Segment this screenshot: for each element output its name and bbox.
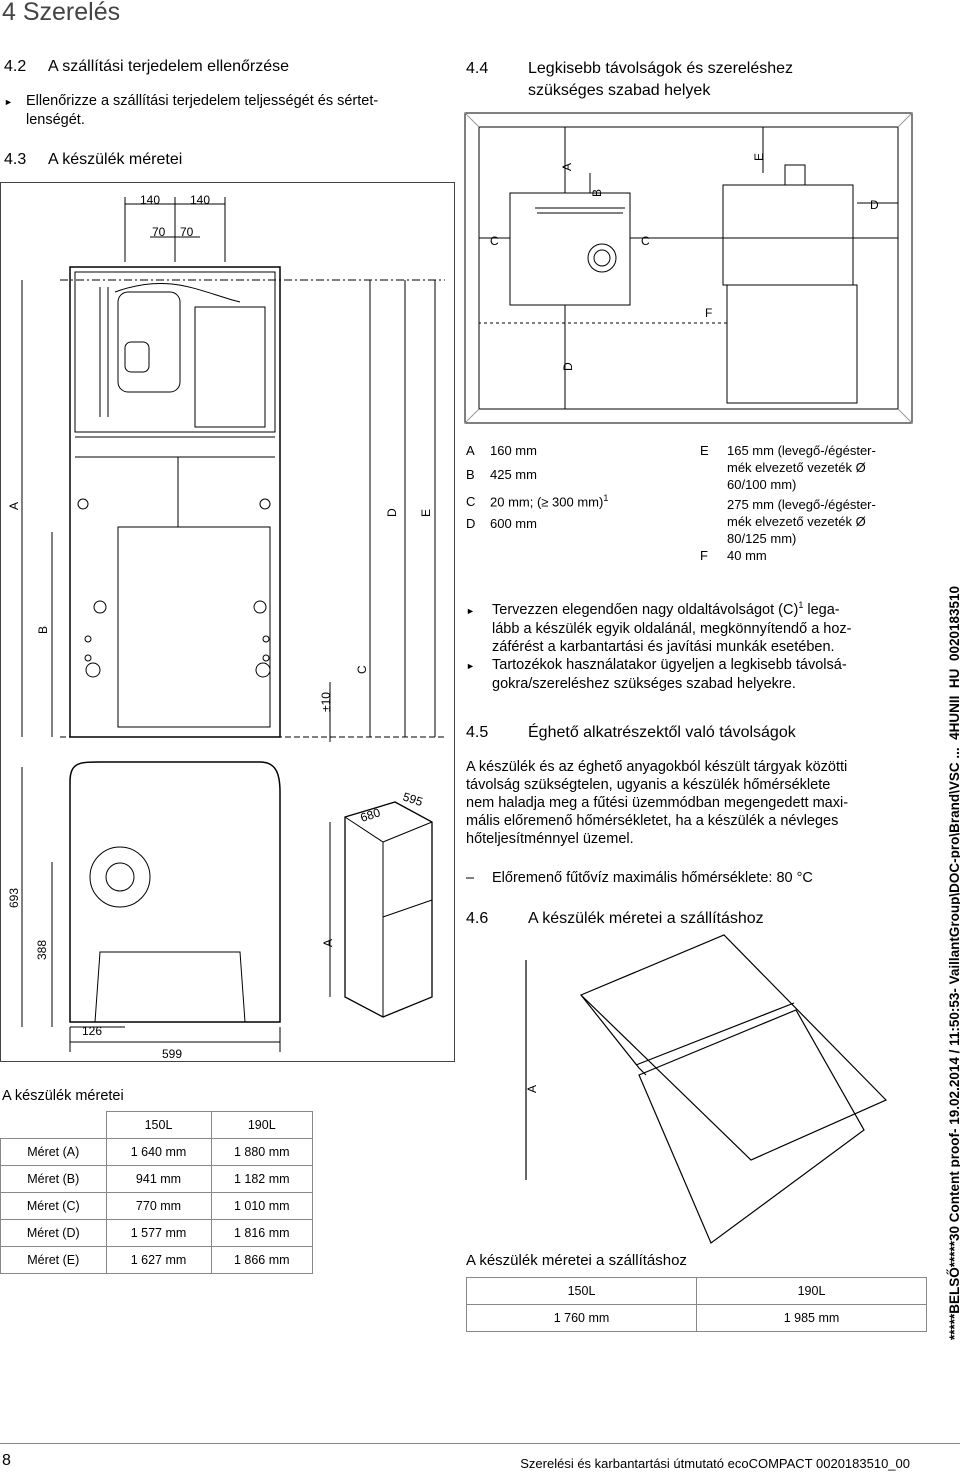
dim-letter: D xyxy=(385,508,399,517)
table-2-caption: A készülék méretei a szállításhoz xyxy=(466,1252,687,1269)
transport-dimension-drawing: A xyxy=(525,934,888,1244)
clearance-letter: A xyxy=(560,163,574,171)
dim-letter: A xyxy=(321,939,335,947)
clearance-letter: C xyxy=(641,234,650,248)
dim-label: 126 xyxy=(82,1024,102,1038)
bullet-arrow-icon: ► xyxy=(466,605,475,616)
bullet-arrow-icon: ► xyxy=(4,97,13,107)
dim-letter: E xyxy=(419,509,433,517)
dim-label: 693 xyxy=(7,888,21,908)
chapter-header: 4 Szerelés xyxy=(2,0,121,26)
dim-letter: A xyxy=(525,1085,539,1093)
section-4-5-dash-item: –Előremenő fűtővíz maximális hőmérséklet… xyxy=(466,870,813,886)
clearance-letter: C xyxy=(490,234,499,248)
clearance-drawing: A B C C D E D F xyxy=(464,112,913,424)
dimension-drawing-frame xyxy=(0,182,455,1062)
dim-letter: B xyxy=(36,626,50,634)
dim-label: 599 xyxy=(162,1047,182,1061)
section-title: A szállítási terjedelem ellenőrzése xyxy=(48,58,290,75)
dim-label: 388 xyxy=(35,940,49,960)
section-number: 4.2 xyxy=(4,58,27,75)
bullet-arrow-icon: ► xyxy=(466,660,475,671)
dim-letter: A xyxy=(7,502,21,510)
section-4-2-bullet: ►Ellenőrizze a szállítási terjedelem tel… xyxy=(4,93,379,128)
clearance-letter: E xyxy=(752,153,766,161)
clearance-letter: D xyxy=(561,362,575,371)
tolerance-label: ±10 xyxy=(319,692,333,712)
section-4-4-bullets: ►Tervezzen elegendően nagy oldaltávolság… xyxy=(466,600,852,692)
clearance-letter: F xyxy=(705,306,712,320)
appliance-dimension-drawing: 140 140 70 70 A B D E C ±10 680 595 A 69… xyxy=(7,193,445,1061)
clearance-letter: D xyxy=(870,198,879,212)
dim-label: 70 xyxy=(152,225,166,239)
dim-letter: C xyxy=(355,665,369,674)
dim-label: 140 xyxy=(140,193,160,207)
dim-label: 140 xyxy=(190,193,210,207)
table-1-caption: A készülék méretei xyxy=(2,1088,124,1104)
section-4-2-heading: 4.2 A szállítási terjedelem ellenőrzése xyxy=(4,58,289,76)
dim-label: 595 xyxy=(401,790,425,810)
clearance-letter: B xyxy=(590,189,604,197)
dim-label: 680 xyxy=(359,805,383,825)
side-proof-text: *****BELSŐ*****30 Content proof- 19.02.2… xyxy=(947,585,960,1340)
page-number: 8 xyxy=(2,1452,11,1469)
footer-divider xyxy=(0,1443,960,1444)
footer-text: Szerelési és karbantartási útmutató ecoC… xyxy=(520,1456,910,1471)
dim-label: 70 xyxy=(180,225,194,239)
section-4-5-body: A készülék és az éghető anyagokból készü… xyxy=(466,759,849,847)
